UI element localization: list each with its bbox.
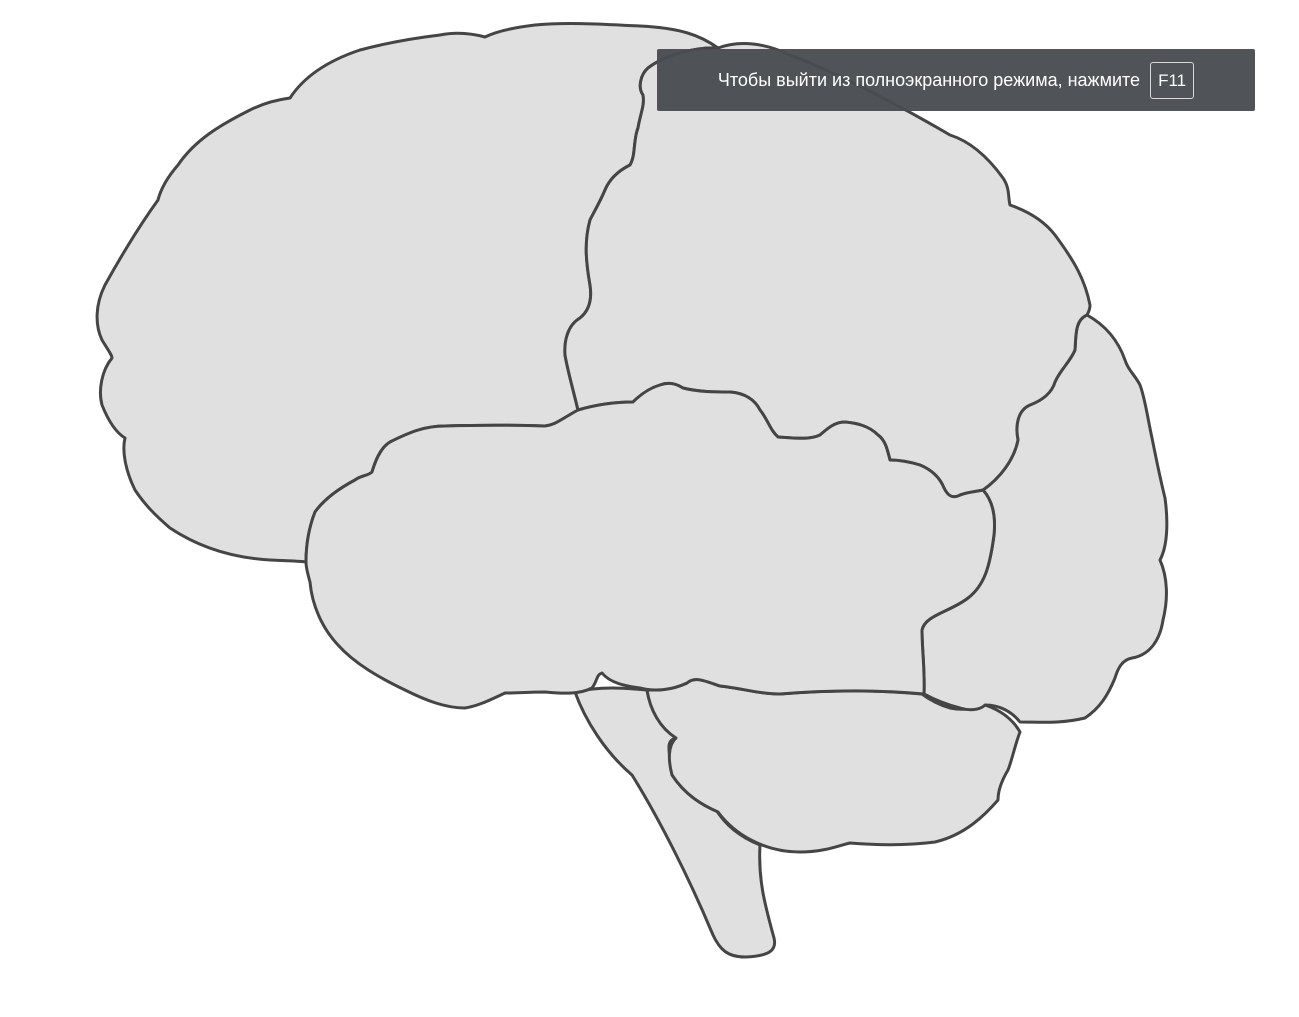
- fullscreen-exit-toast: Чтобы выйти из полноэкранного режима, на…: [657, 49, 1255, 111]
- f11-key-badge: F11: [1150, 61, 1195, 99]
- toast-message: Чтобы выйти из полноэкранного режима, на…: [717, 69, 1141, 90]
- temporal-lobe[interactable]: [304, 381, 996, 710]
